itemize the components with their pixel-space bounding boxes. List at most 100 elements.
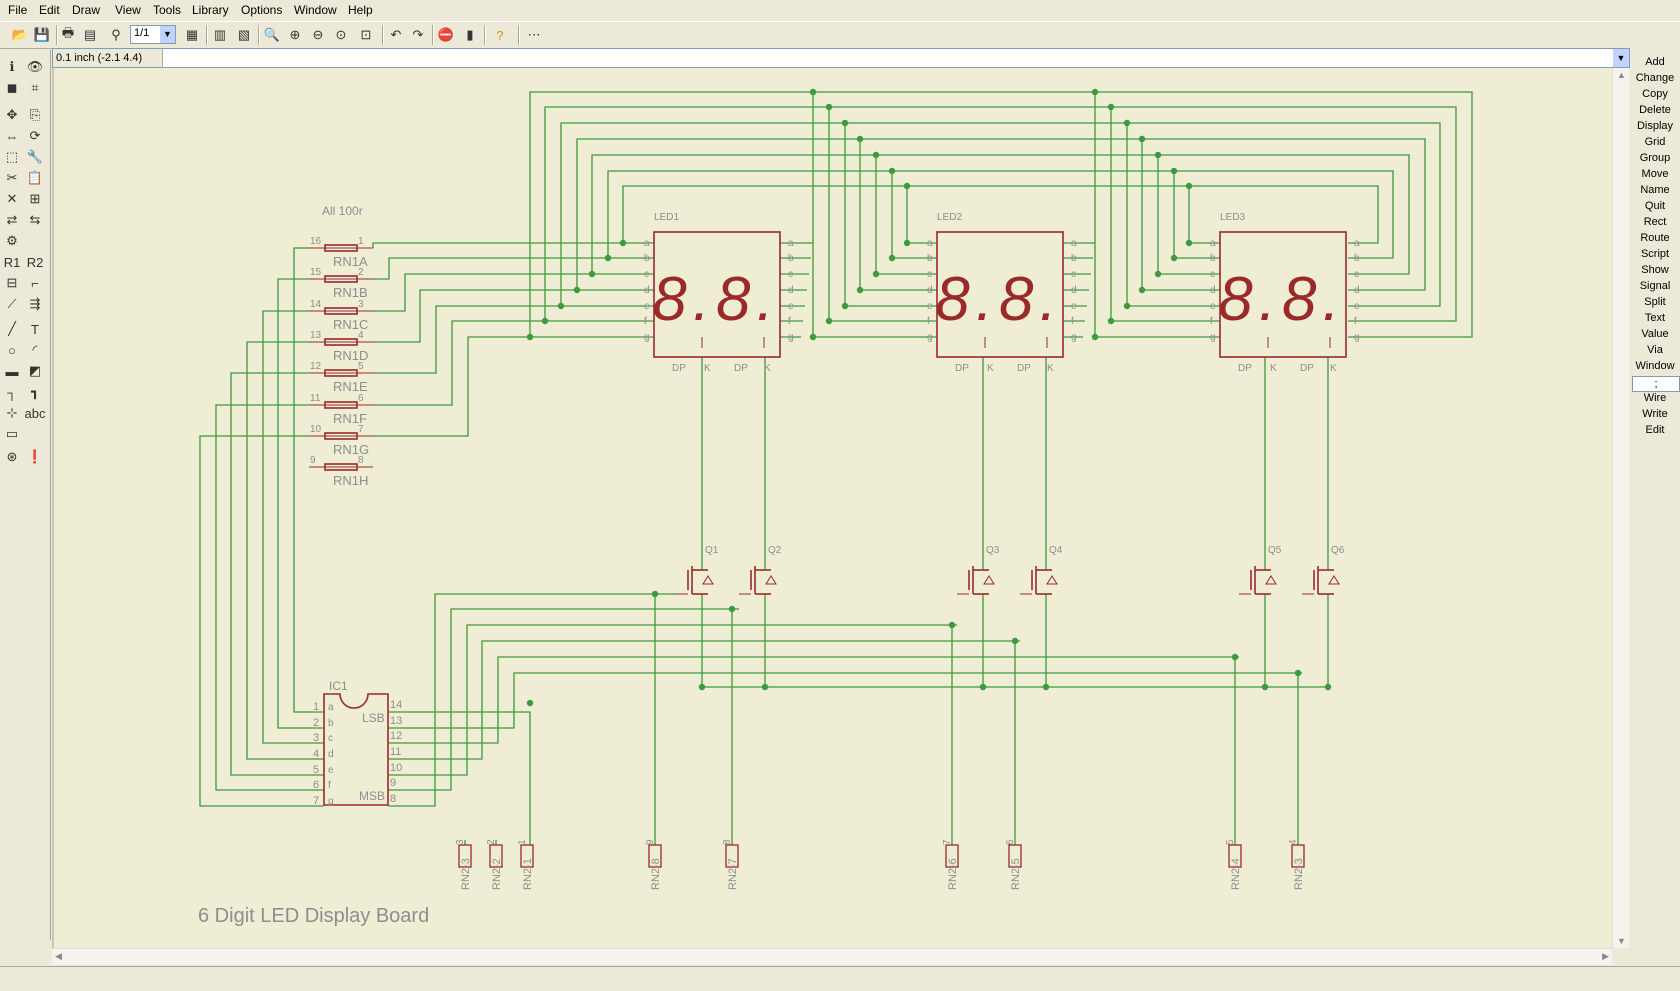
go-icon[interactable]: ▮: [466, 27, 474, 42]
menu-draw[interactable]: Draw: [72, 3, 101, 17]
scroll-down-icon[interactable]: ▼: [1617, 936, 1626, 946]
replace-icon[interactable]: ⚙: [6, 233, 18, 248]
smash-icon[interactable]: ⊟: [6, 275, 18, 290]
sheet-select[interactable]: 1/1 ▼: [130, 25, 176, 44]
cmd-value[interactable]: Value: [1641, 328, 1669, 340]
cmd-text[interactable]: Text: [1644, 312, 1666, 324]
mirror-icon[interactable]: ⇔: [5, 128, 19, 144]
bus-icon[interactable]: ┐: [7, 384, 17, 400]
errors-icon[interactable]: ❗: [26, 449, 44, 464]
cmd-copy[interactable]: Copy: [1642, 88, 1668, 100]
cmd-change[interactable]: Change: [1635, 72, 1675, 84]
cmd-split[interactable]: Split: [1644, 296, 1666, 308]
board-icon[interactable]: ▦: [185, 27, 199, 42]
cmd-display[interactable]: Display: [1636, 120, 1674, 132]
delete-icon[interactable]: ✕: [6, 191, 18, 206]
cmd-quit[interactable]: Quit: [1644, 200, 1666, 212]
cmd-group[interactable]: Group: [1639, 152, 1671, 164]
cut-icon[interactable]: ✂: [6, 170, 18, 185]
paste-icon[interactable]: 📋: [26, 170, 44, 185]
net-icon[interactable]: ┓: [31, 384, 39, 399]
cmd-grid[interactable]: Grid: [1644, 136, 1666, 148]
menu-edit[interactable]: Edit: [39, 3, 60, 17]
miter-icon[interactable]: ⌐: [31, 275, 39, 291]
redraw-icon[interactable]: ⊙: [335, 27, 347, 42]
change-icon[interactable]: 🔧: [26, 149, 44, 164]
zoom-in-icon[interactable]: ⊕: [289, 27, 301, 42]
circle-icon[interactable]: ○: [8, 342, 16, 358]
cmd-route[interactable]: Route: [1640, 232, 1670, 244]
info-icon[interactable]: ℹ: [9, 59, 15, 74]
move-icon[interactable]: ✥: [6, 107, 18, 122]
polygon-icon[interactable]: ◩: [28, 363, 42, 378]
save-icon[interactable]: 💾: [33, 27, 51, 42]
text-icon[interactable]: T: [31, 321, 39, 337]
cmd-script[interactable]: Script: [1640, 248, 1670, 260]
print-icon[interactable]: 🖶: [61, 25, 75, 40]
menu-view[interactable]: View: [115, 3, 141, 17]
cmd-move[interactable]: Move: [1641, 168, 1669, 180]
cmd-window[interactable]: Window: [1635, 360, 1675, 372]
use-library-icon[interactable]: ⚲: [111, 27, 121, 42]
erc-icon[interactable]: ⊛: [6, 449, 18, 464]
undo-icon[interactable]: ↶: [390, 27, 402, 42]
junction-icon[interactable]: ⊹: [6, 405, 18, 420]
add-icon[interactable]: ⊞: [29, 191, 41, 206]
invoke-icon[interactable]: ⇶: [29, 296, 41, 311]
cmd-delete[interactable]: Delete: [1639, 104, 1671, 116]
chevron-down-icon[interactable]: ▼: [160, 26, 175, 43]
redo-icon[interactable]: ↷: [412, 27, 424, 42]
menu-help[interactable]: Help: [348, 3, 373, 17]
chevron-down-icon[interactable]: ▼: [1613, 49, 1629, 67]
horizontal-scrollbar[interactable]: ◀ ▶: [52, 948, 1612, 965]
copy-icon[interactable]: ⎘: [29, 107, 41, 122]
show-icon[interactable]: 👁: [26, 59, 44, 74]
scroll-up-icon[interactable]: ▲: [1617, 70, 1626, 80]
rect-icon[interactable]: ▬: [5, 363, 19, 379]
zoom-out-icon[interactable]: ⊖: [312, 27, 324, 42]
script-icon[interactable]: ▥: [213, 27, 227, 42]
attribute-icon[interactable]: ▭: [5, 426, 19, 441]
command-input[interactable]: [165, 49, 1613, 67]
cmd-write[interactable]: Write: [1642, 408, 1668, 420]
label-icon[interactable]: abc: [24, 405, 46, 421]
cam-processor-icon[interactable]: ▤: [83, 27, 97, 42]
gateswap-icon[interactable]: ⇆: [29, 212, 41, 227]
scroll-right-icon[interactable]: ▶: [1602, 951, 1609, 961]
cmd-name[interactable]: Name: [1640, 184, 1670, 196]
zoom-select-icon[interactable]: ⊡: [360, 27, 372, 42]
grid-icon[interactable]: ⋯: [527, 27, 541, 42]
mark-icon[interactable]: ⌗: [31, 80, 39, 95]
menu-file[interactable]: File: [8, 3, 28, 17]
cmd-add[interactable]: Add: [1645, 56, 1665, 68]
pinswap-icon[interactable]: ⇄: [6, 212, 18, 227]
help-icon[interactable]: ?: [496, 27, 504, 43]
cmd-edit[interactable]: Edit: [1645, 424, 1665, 436]
menu-library[interactable]: Library: [192, 3, 229, 17]
zoom-fit-icon[interactable]: 🔍: [263, 27, 281, 42]
ulp-icon[interactable]: ▧: [237, 27, 251, 42]
cmd-wire[interactable]: Wire: [1643, 392, 1667, 404]
group-icon[interactable]: ⬚: [5, 149, 19, 164]
cmd-via[interactable]: Via: [1647, 344, 1663, 356]
split-icon[interactable]: ⟋: [7, 296, 17, 311]
menu-window[interactable]: Window: [294, 3, 337, 17]
cmd-signal[interactable]: Signal: [1639, 280, 1671, 292]
wire-icon[interactable]: ╱: [8, 321, 16, 336]
name-icon[interactable]: R1: [3, 254, 21, 270]
value-icon[interactable]: R2: [26, 254, 44, 270]
cmd-rect[interactable]: Rect: [1643, 216, 1667, 228]
scroll-left-icon[interactable]: ◀: [55, 951, 62, 961]
rotate-icon[interactable]: ⟳: [29, 128, 41, 143]
display-icon[interactable]: ◼: [6, 80, 18, 95]
open-icon[interactable]: 📂: [11, 27, 29, 42]
command-field[interactable]: ;: [1632, 376, 1680, 392]
vertical-scrollbar[interactable]: ▲ ▼: [1612, 68, 1629, 948]
stop-icon[interactable]: ⛔: [437, 27, 455, 42]
arc-icon[interactable]: ◜: [32, 342, 38, 357]
menu-tools[interactable]: Tools: [153, 3, 182, 17]
cmd-show[interactable]: Show: [1641, 264, 1669, 276]
menu-options[interactable]: Options: [241, 3, 283, 17]
